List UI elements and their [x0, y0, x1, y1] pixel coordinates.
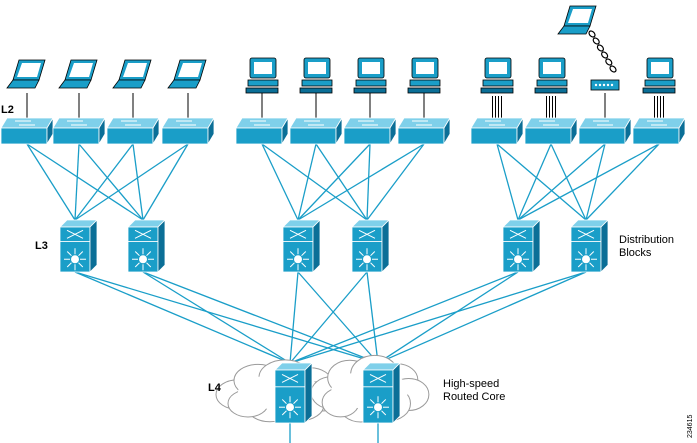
access-distribution-link [142, 143, 189, 221]
desktop-icon [245, 57, 279, 94]
desktop-icon [642, 57, 676, 94]
access-distribution-link [585, 143, 606, 221]
access-distribution-link [297, 143, 317, 221]
distribution-core-link [289, 271, 368, 364]
distribution-core-link [289, 271, 299, 364]
layer3-label: L3 [35, 240, 48, 252]
access-distribution-link [585, 143, 660, 221]
access-distribution-link [496, 143, 587, 221]
access-distribution-link [261, 143, 299, 221]
network-links [26, 93, 664, 443]
access-switch-icon [235, 116, 289, 146]
access-distribution-link [315, 143, 368, 221]
core-switch-icon [362, 362, 401, 424]
access-switch-icon [106, 116, 160, 146]
distribution-switch-icon [282, 219, 321, 273]
figure-id: 234615 [687, 414, 694, 438]
desktop-icon [353, 57, 387, 94]
access-distribution-link [517, 143, 552, 221]
access-distribution-link [517, 143, 606, 221]
access-distribution-link [550, 143, 587, 221]
access-switch-icon [343, 116, 397, 146]
desktop-icon [480, 57, 514, 94]
access-distribution-link [26, 143, 76, 221]
laptop-icon [58, 59, 98, 89]
access-distribution-link [496, 143, 519, 221]
access-switch-icon [0, 116, 54, 146]
distribution-switch-icon [570, 219, 609, 273]
distribution-core-link [377, 271, 587, 364]
access-distribution-link [74, 143, 134, 221]
access-point-icon [590, 79, 620, 91]
laptop-icon [557, 5, 597, 35]
access-switch-icon [578, 116, 632, 146]
desktop-icon [299, 57, 333, 94]
laptop-icon [112, 59, 152, 89]
distribution-switch-icon [127, 219, 166, 273]
distribution-switch-icon [502, 219, 541, 273]
laptop-icon [167, 59, 207, 89]
desktop-icon [407, 57, 441, 94]
distribution-core-link [142, 271, 379, 364]
access-distribution-link [297, 143, 425, 221]
access-distribution-link [26, 143, 144, 221]
distribution-core-link [366, 271, 379, 364]
access-distribution-link [74, 143, 189, 221]
access-distribution-link [74, 143, 80, 221]
layer2-label: L2 [1, 104, 14, 116]
access-distribution-link [517, 143, 660, 221]
distribution-core-link [142, 271, 291, 364]
distribution-switch-icon [59, 219, 98, 273]
layer4-label: L4 [208, 382, 221, 394]
distribution-core-link [289, 271, 587, 364]
access-switch-icon [397, 116, 451, 146]
access-switch-icon [524, 116, 578, 146]
distribution-core-link [297, 271, 379, 364]
access-switch-icon [52, 116, 106, 146]
access-distribution-link [261, 143, 368, 221]
access-distribution-link [132, 143, 144, 221]
distribution-switch-icon [351, 219, 390, 273]
access-switch-icon [289, 116, 343, 146]
network-devices [0, 5, 686, 424]
distribution-core-link [289, 271, 519, 364]
distribution-blocks-label: Distribution Blocks [619, 234, 675, 259]
access-distribution-link [366, 143, 371, 221]
access-switch-icon [632, 116, 686, 146]
core-switch-icon [274, 362, 313, 424]
laptop-icon [6, 59, 46, 89]
routed-core-label: High-speed Routed Core [443, 378, 506, 403]
access-distribution-link [366, 143, 425, 221]
access-switch-icon [470, 116, 524, 146]
wireless-link-icon [588, 30, 617, 73]
access-distribution-link [297, 143, 371, 221]
access-distribution-link [78, 143, 144, 221]
distribution-core-link [377, 271, 519, 364]
access-switch-icon [161, 116, 215, 146]
desktop-icon [534, 57, 568, 94]
distribution-core-link [74, 271, 291, 364]
